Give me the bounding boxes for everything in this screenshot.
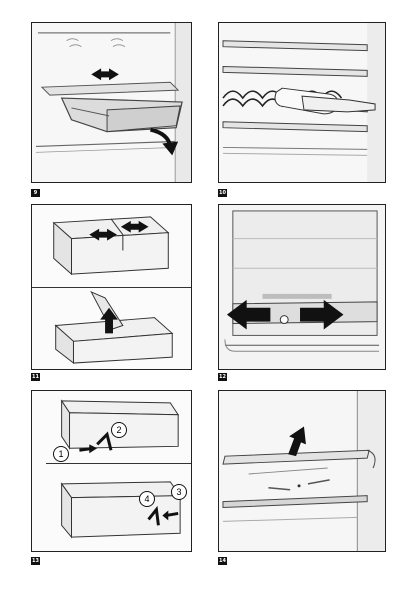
- figure-12-panel: [218, 204, 386, 370]
- figure-11-divider: [32, 287, 191, 288]
- callout-4: 4: [139, 491, 155, 507]
- figure-10-illustration: [219, 23, 385, 182]
- curved-arrow-icon: [150, 127, 179, 156]
- callout-2: 2: [111, 422, 127, 438]
- figure-label-13: 13: [31, 557, 40, 565]
- figure-label-12: 12: [218, 373, 227, 381]
- figure-13-divider: [46, 463, 191, 464]
- figure-11-lower-illustration: [54, 290, 174, 365]
- figure-label-10: 10: [218, 189, 227, 197]
- up-arrow-icon: [288, 426, 306, 457]
- figure-9-panel: [31, 22, 192, 183]
- left-arrow-icon: [226, 299, 271, 330]
- figure-label-11: 11: [31, 373, 40, 381]
- double-arrow-icon: [91, 68, 119, 81]
- callout-1: 1: [53, 446, 69, 462]
- figure-14-panel: [218, 390, 386, 552]
- callout-3: 3: [171, 484, 187, 500]
- figure-12-illustration: [219, 205, 385, 369]
- figure-13-illustration: [32, 391, 191, 551]
- figure-14-illustration: [219, 391, 385, 551]
- double-arrow-icon: [89, 220, 149, 241]
- figure-9-illustration: [32, 23, 191, 182]
- figure-label-9: 9: [31, 189, 40, 197]
- figure-13-panel: 1 2 3 4: [31, 390, 192, 552]
- bottle: [274, 87, 376, 115]
- figure-10-panel: [218, 22, 386, 183]
- figure-label-14: 14: [218, 557, 227, 565]
- right-arrow-icon: [300, 299, 344, 330]
- figure-11-panel: [31, 204, 192, 370]
- up-arrow-icon: [100, 307, 118, 334]
